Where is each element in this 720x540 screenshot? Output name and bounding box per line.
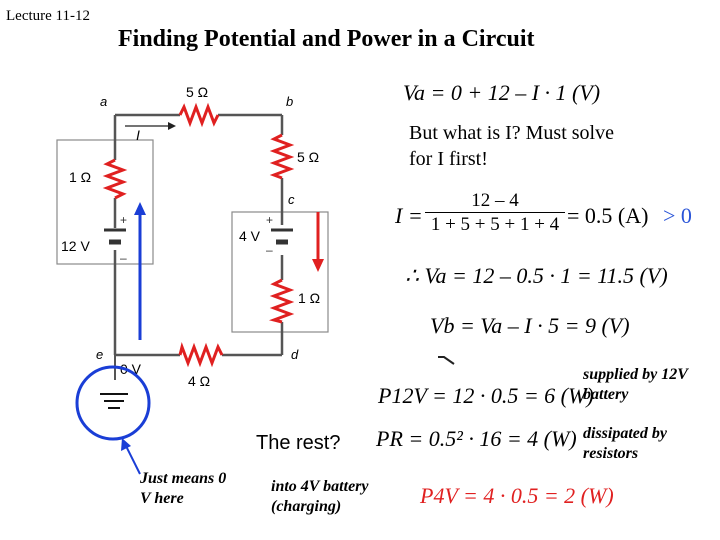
i-rhs: = 0.5 (A) [567, 203, 649, 228]
just-means-note: Just means 0 V here [140, 470, 227, 507]
dissipated-note: dissipated by resistors [583, 425, 667, 462]
into-4v-note: into 4V battery (charging) [271, 478, 369, 515]
battery-left-plus: + [120, 213, 127, 227]
label-bat-right: 4 V [239, 228, 261, 244]
va-result: ∴ Va = 12 – 0.5 · 1 = 11.5 (V) [405, 263, 668, 288]
label-r-right: 5 Ω [297, 149, 319, 165]
node-e: e [96, 347, 103, 362]
blue-arrow-head [134, 202, 146, 215]
right-loop-box [231, 211, 329, 333]
battery-right-plus: + [266, 213, 273, 227]
node-c: c [288, 192, 295, 207]
label-bat-left: 12 V [61, 238, 90, 254]
gt-zero: > 0 [663, 203, 692, 228]
node-d: d [291, 347, 299, 362]
p12-equation: P12V = 12 · 0.5 = 6 (W) [378, 383, 594, 408]
ground-pointer-head [121, 438, 131, 451]
vb-result: Vb = Va – I · 5 = 9 (V) [430, 313, 630, 338]
label-ground-0v: 0 V [120, 361, 142, 377]
node-a: a [100, 94, 107, 109]
node-b: b [286, 94, 293, 109]
lecture-label: Lecture 11-12 [6, 8, 90, 24]
obscured-mark [438, 356, 455, 365]
pr-equation: PR = 0.5² · 16 = 4 (W) [376, 426, 577, 451]
battery-left-minus: – [120, 251, 127, 265]
battery-right-minus: – [266, 243, 273, 257]
p4-equation: P4V = 4 · 0.5 = 2 (W) [420, 483, 614, 508]
current-arrow-head [168, 122, 176, 130]
red-arrow-head [312, 259, 324, 272]
resistor-right-1ohm [268, 278, 295, 324]
i-denominator: 1 + 5 + 5 + 1 + 4 [430, 214, 560, 235]
i-lhs: I = [395, 203, 423, 228]
label-r-top: 5 Ω [186, 84, 208, 100]
the-rest-text: The rest? [256, 432, 341, 454]
slide-title: Finding Potential and Power in a Circuit [118, 26, 535, 52]
va-equation: Va = 0 + 12 – I · 1 (V) [403, 80, 601, 105]
resistor-top-5ohm [178, 102, 220, 128]
label-r-left: 1 Ω [69, 169, 91, 185]
current-label: I [136, 127, 140, 143]
label-r-right-lower: 1 Ω [298, 290, 320, 306]
ground-circle [75, 365, 151, 441]
resistor-bottom-4ohm [178, 341, 224, 368]
i-fraction: 12 – 4 1 + 5 + 5 + 1 + 4 [425, 190, 565, 237]
left-loop-box [56, 139, 154, 265]
resistor-left-1ohm [102, 158, 128, 200]
label-r-bottom: 4 Ω [188, 373, 210, 389]
resistor-right-5ohm [269, 133, 295, 180]
i-numerator: 12 – 4 [425, 190, 565, 213]
question-text: But what is I? Must solve for I first! [409, 122, 614, 170]
supplied-note: supplied by 12V battery [583, 366, 688, 403]
ground-pointer-line [125, 445, 141, 475]
